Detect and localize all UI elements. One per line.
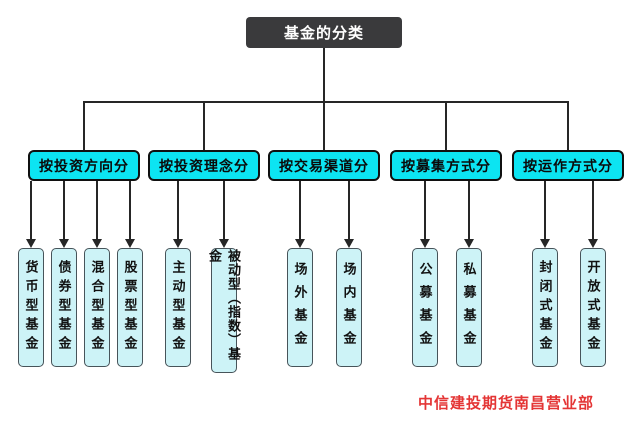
arrow-down-icon [295,239,305,248]
arrow-down-icon [420,239,430,248]
category-node-fundraising-method: 按募集方式分 [390,150,502,181]
connector-line [84,101,569,103]
arrow-down-icon [464,239,474,248]
arrow-down-icon [219,239,229,248]
root-node: 基金的分类 [246,17,402,48]
connector-line [468,181,470,240]
connector-line [83,101,85,151]
leaf-node-closed-end-fund: 封闭式基金 [532,248,558,367]
connector-line [544,181,546,240]
connector-line [203,101,205,151]
arrow-down-icon [540,239,550,248]
arrow-down-icon [92,239,102,248]
connector-line [223,181,225,240]
category-node-trading-channel: 按交易渠道分 [268,150,380,181]
arrow-down-icon [173,239,183,248]
category-node-investment-philosophy: 按投资理念分 [148,150,260,181]
connector-line [63,181,65,240]
leaf-node-otc-fund: 场外基金 [287,248,313,367]
leaf-node-active-fund: 主动型基金 [165,248,191,367]
connector-line [30,181,32,240]
leaf-node-open-end-fund: 开放式基金 [580,248,606,367]
connector-line [96,181,98,240]
arrow-down-icon [26,239,36,248]
leaf-node-money-fund: 货币型基金 [18,248,44,367]
leaf-node-private-fund: 私募基金 [456,248,482,367]
connector-line [348,181,350,240]
connector-line [592,181,594,240]
leaf-node-stock-fund: 股票型基金 [117,248,143,367]
arrow-down-icon [588,239,598,248]
watermark-text: 中信建投期货南昌营业部 [418,395,595,412]
arrow-down-icon [59,239,69,248]
connector-line [129,181,131,240]
category-node-investment-direction: 按投资方向分 [28,150,140,181]
connector-line [567,101,569,151]
connector-line [323,101,325,151]
connector-line [299,181,301,240]
category-node-operation-method: 按运作方式分 [512,150,624,181]
leaf-node-bond-fund: 债券型基金 [51,248,77,367]
leaf-node-passive-index-fund: 被动型（指数）基金 [207,248,241,373]
arrow-down-icon [344,239,354,248]
connector-line [424,181,426,240]
leaf-node-exchange-fund: 场内基金 [336,248,362,367]
connector-line [177,181,179,240]
leaf-node-public-fund: 公募基金 [412,248,438,367]
arrow-down-icon [125,239,135,248]
leaf-node-hybrid-fund: 混合型基金 [84,248,110,367]
connector-line [445,101,447,151]
connector-line [323,48,325,102]
